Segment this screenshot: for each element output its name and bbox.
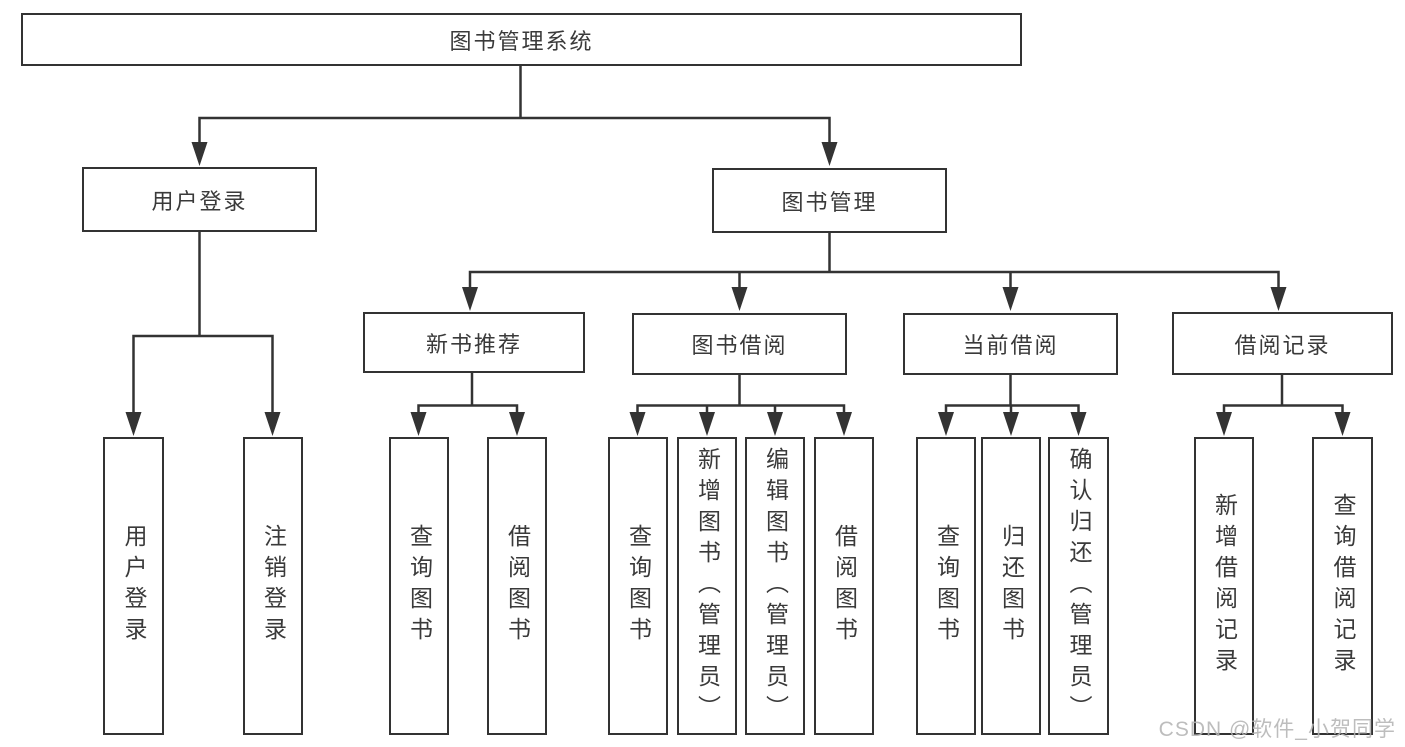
leaf-borrow-books: 借阅图书: [814, 437, 874, 735]
node-borrow-records: 借阅记录: [1172, 312, 1393, 375]
leaf-query-books-borrow: 查询图书: [608, 437, 668, 735]
leaf-query-books-recommend: 查询图书: [389, 437, 449, 735]
leaf-borrow-books-recommend: 借阅图书: [487, 437, 547, 735]
leaf-query-borrow-record: 查询借阅记录: [1312, 437, 1373, 735]
node-current-borrow: 当前借阅: [903, 313, 1118, 375]
node-user-login: 用户登录: [82, 167, 317, 232]
leaf-user-login: 用户登录: [103, 437, 164, 735]
leaf-add-books-admin: 新增图书（管理员）: [677, 437, 737, 735]
leaf-add-borrow-record: 新增借阅记录: [1194, 437, 1254, 735]
node-book-management: 图书管理: [712, 168, 947, 233]
leaf-logout: 注销登录: [243, 437, 303, 735]
node-library-management-system: 图书管理系统: [21, 13, 1022, 66]
leaf-edit-books-admin: 编辑图书（管理员）: [745, 437, 805, 735]
leaf-return-books: 归还图书: [981, 437, 1041, 735]
node-new-book-recommend: 新书推荐: [363, 312, 585, 373]
csdn-watermark: CSDN @软件_小贺同学: [1158, 718, 1396, 741]
node-book-borrow: 图书借阅: [632, 313, 847, 375]
leaf-confirm-return-admin: 确认归还（管理员）: [1048, 437, 1109, 735]
leaf-query-books-current: 查询图书: [916, 437, 976, 735]
